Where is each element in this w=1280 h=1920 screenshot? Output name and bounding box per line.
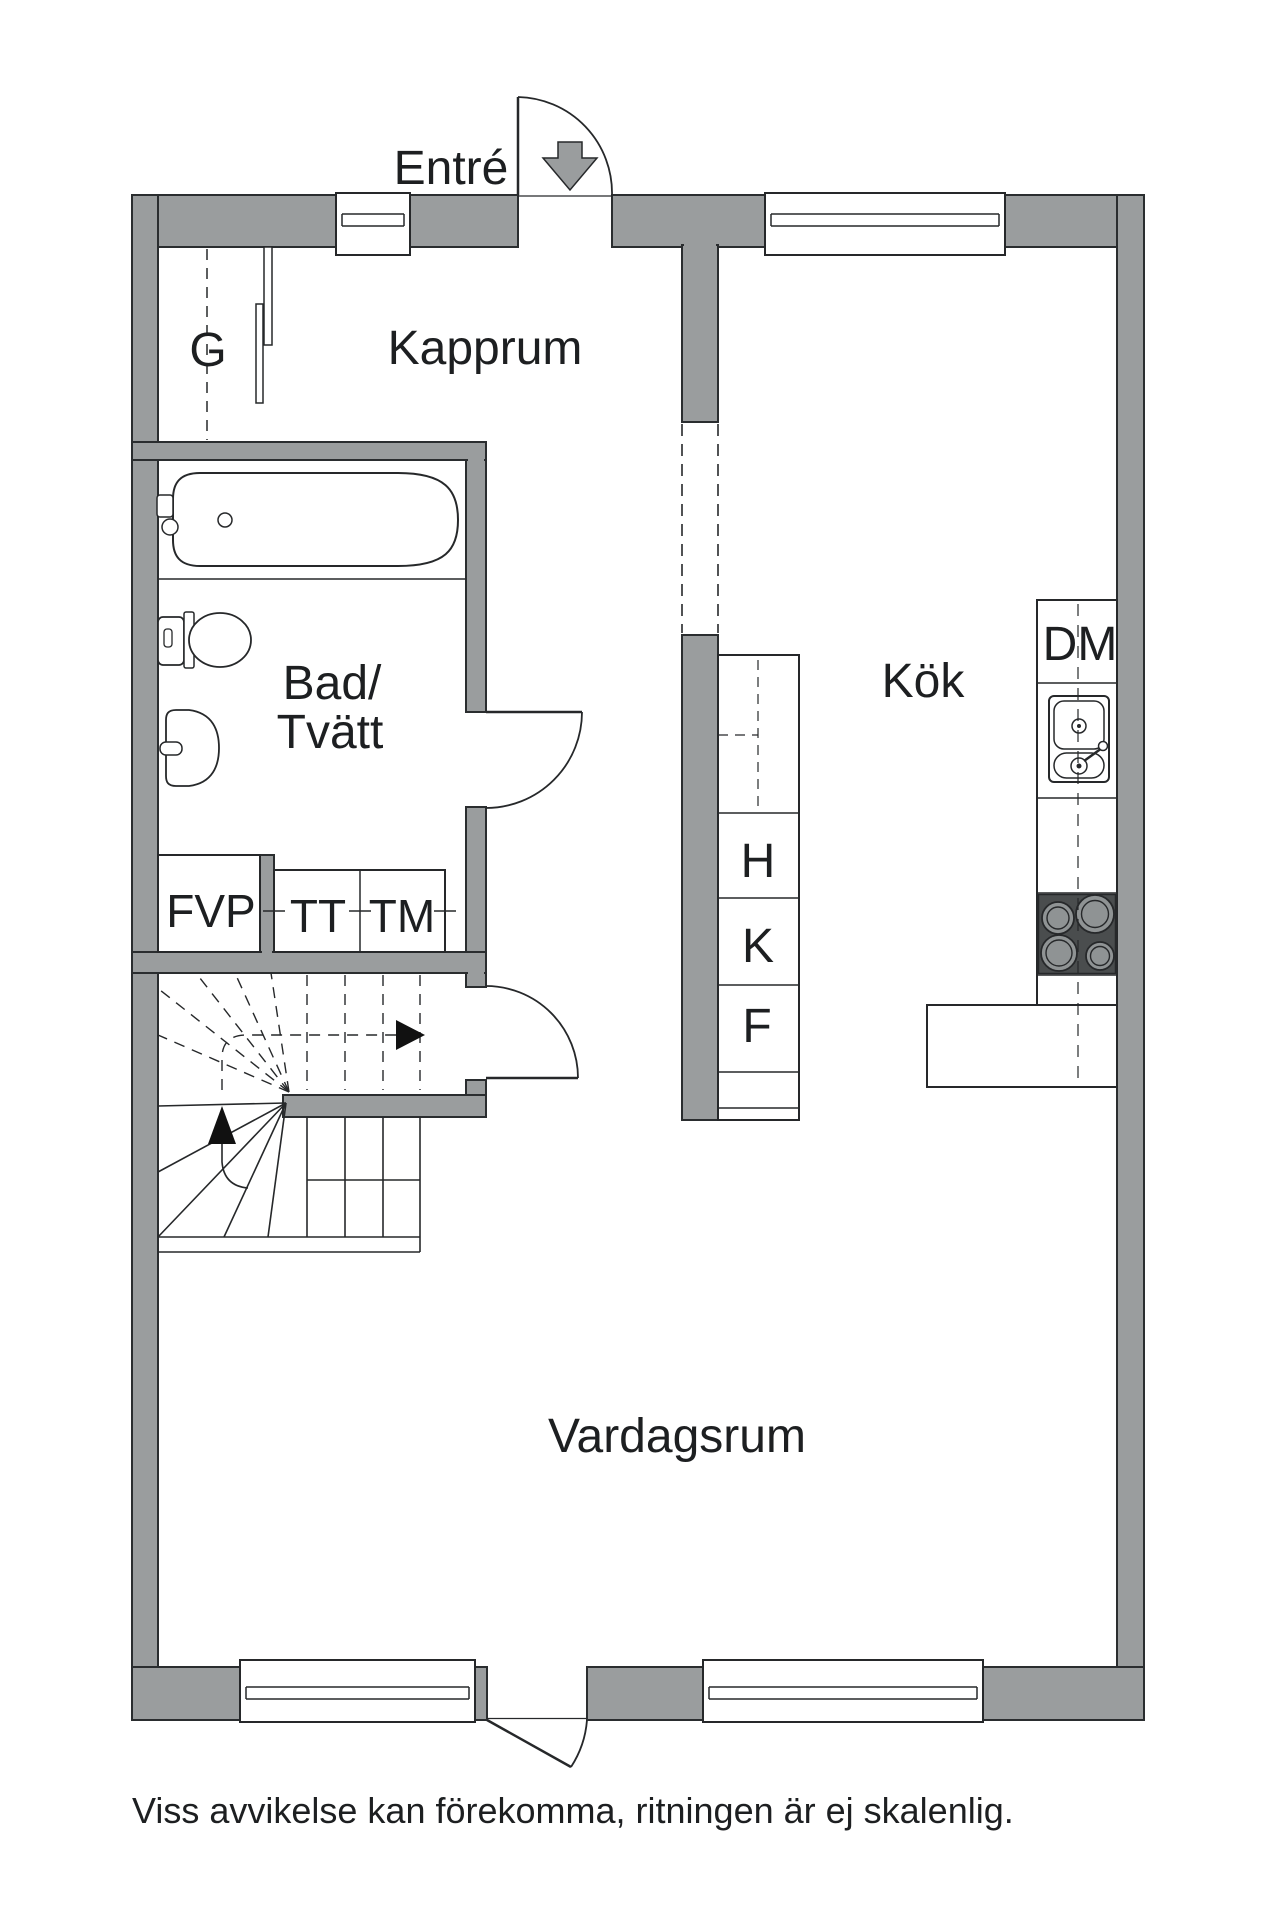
kitchen-opening-dashed (681, 424, 719, 633)
stair-walk-line-dashed (221, 1034, 396, 1090)
window-living-bottom-right (702, 1659, 984, 1723)
bathroom-door (485, 710, 583, 809)
kitchen-fixtures (717, 599, 1118, 1121)
wall-bottom-pier (474, 1666, 488, 1721)
wall-mid-upper (681, 244, 719, 423)
door-swing-arc (517, 96, 613, 196)
room-label-living: Vardagsrum (548, 1410, 806, 1463)
wall-bathroom-right-lower (465, 806, 487, 974)
wardrobe-sliding-panel-2 (255, 303, 264, 404)
wall-right (1116, 194, 1145, 1721)
bathroom-fixtures (156, 472, 466, 787)
appliance-label-h: H (741, 835, 776, 888)
wall-bottom-b (586, 1666, 704, 1721)
wall-bottom-c (982, 1666, 1145, 1721)
fvp-box (157, 854, 261, 953)
wall-top-b (409, 194, 519, 248)
labels: Entré Kapprum G Bad/ Tvätt FVP TT TM Kök… (132, 142, 1117, 1831)
staircase (157, 972, 425, 1253)
appliance-label-dm: DM (1043, 618, 1118, 671)
room-label-bath-1: Bad/ (283, 657, 382, 710)
wall-fvp-right (259, 854, 275, 953)
toilet (157, 611, 252, 669)
washbasin-faucet (159, 741, 183, 756)
wall-mid-lower (681, 634, 719, 1121)
patio-door (486, 1717, 588, 1769)
stair-up-arrow-icon (208, 1106, 236, 1144)
kitchen-cabinets-left (717, 654, 800, 1121)
appliance-label-f: F (742, 1000, 771, 1053)
stove (1037, 893, 1117, 975)
bathtub-drain (217, 512, 233, 528)
disclaimer-text: Viss avvikelse kan förekomma, ritningen … (132, 1790, 1014, 1831)
stair-walk-line-solid (221, 1144, 249, 1189)
stair-hall-door (485, 985, 579, 1080)
laundry-units (157, 854, 456, 953)
wall-bathroom-right-upper (465, 459, 487, 713)
appliance-label-fvp: FVP (166, 885, 255, 937)
kitchen-sink (1048, 695, 1110, 783)
entry-door (516, 96, 613, 197)
bathtub-faucet-knob (161, 518, 179, 536)
doors (485, 96, 719, 1769)
wall-top-a (131, 194, 337, 248)
wall-hall-bathroom (131, 441, 487, 461)
stair-direction-arrow-icon (396, 1020, 425, 1050)
window-kitchen-top (764, 192, 1006, 256)
entrance-label: Entré (394, 142, 509, 195)
bathtub (172, 472, 460, 567)
wall-top-c (611, 194, 766, 248)
door-swing-arc (485, 711, 583, 809)
wardrobe-sliding-panel-1 (263, 246, 273, 346)
door-swing-arc (570, 1719, 588, 1768)
room-label-wardrobe: G (189, 324, 226, 377)
kitchen-peninsula (926, 1004, 1118, 1088)
wall-seam-patches (134, 197, 1142, 1718)
washbasin (159, 709, 220, 787)
appliance-label-k: K (742, 920, 774, 973)
appliance-label-tm: TM (369, 890, 435, 942)
room-label-bath-2: Tvätt (277, 706, 384, 759)
appliance-label-tt: TT (290, 890, 346, 942)
window-living-bottom-left (239, 1659, 476, 1723)
door-swing-arc (485, 985, 579, 1079)
wall-under-appliances (131, 951, 487, 974)
wardrobe-g (206, 246, 273, 440)
entry-direction-arrow-icon (541, 141, 599, 192)
room-label-kitchen: Kök (882, 655, 966, 708)
bathtub-faucet (156, 494, 174, 518)
window-hall-top (335, 192, 411, 256)
room-label-hall: Kapprum (388, 322, 583, 375)
windows (239, 192, 1006, 1723)
wall-stair-bar (282, 1094, 487, 1118)
walls (131, 194, 1145, 1721)
